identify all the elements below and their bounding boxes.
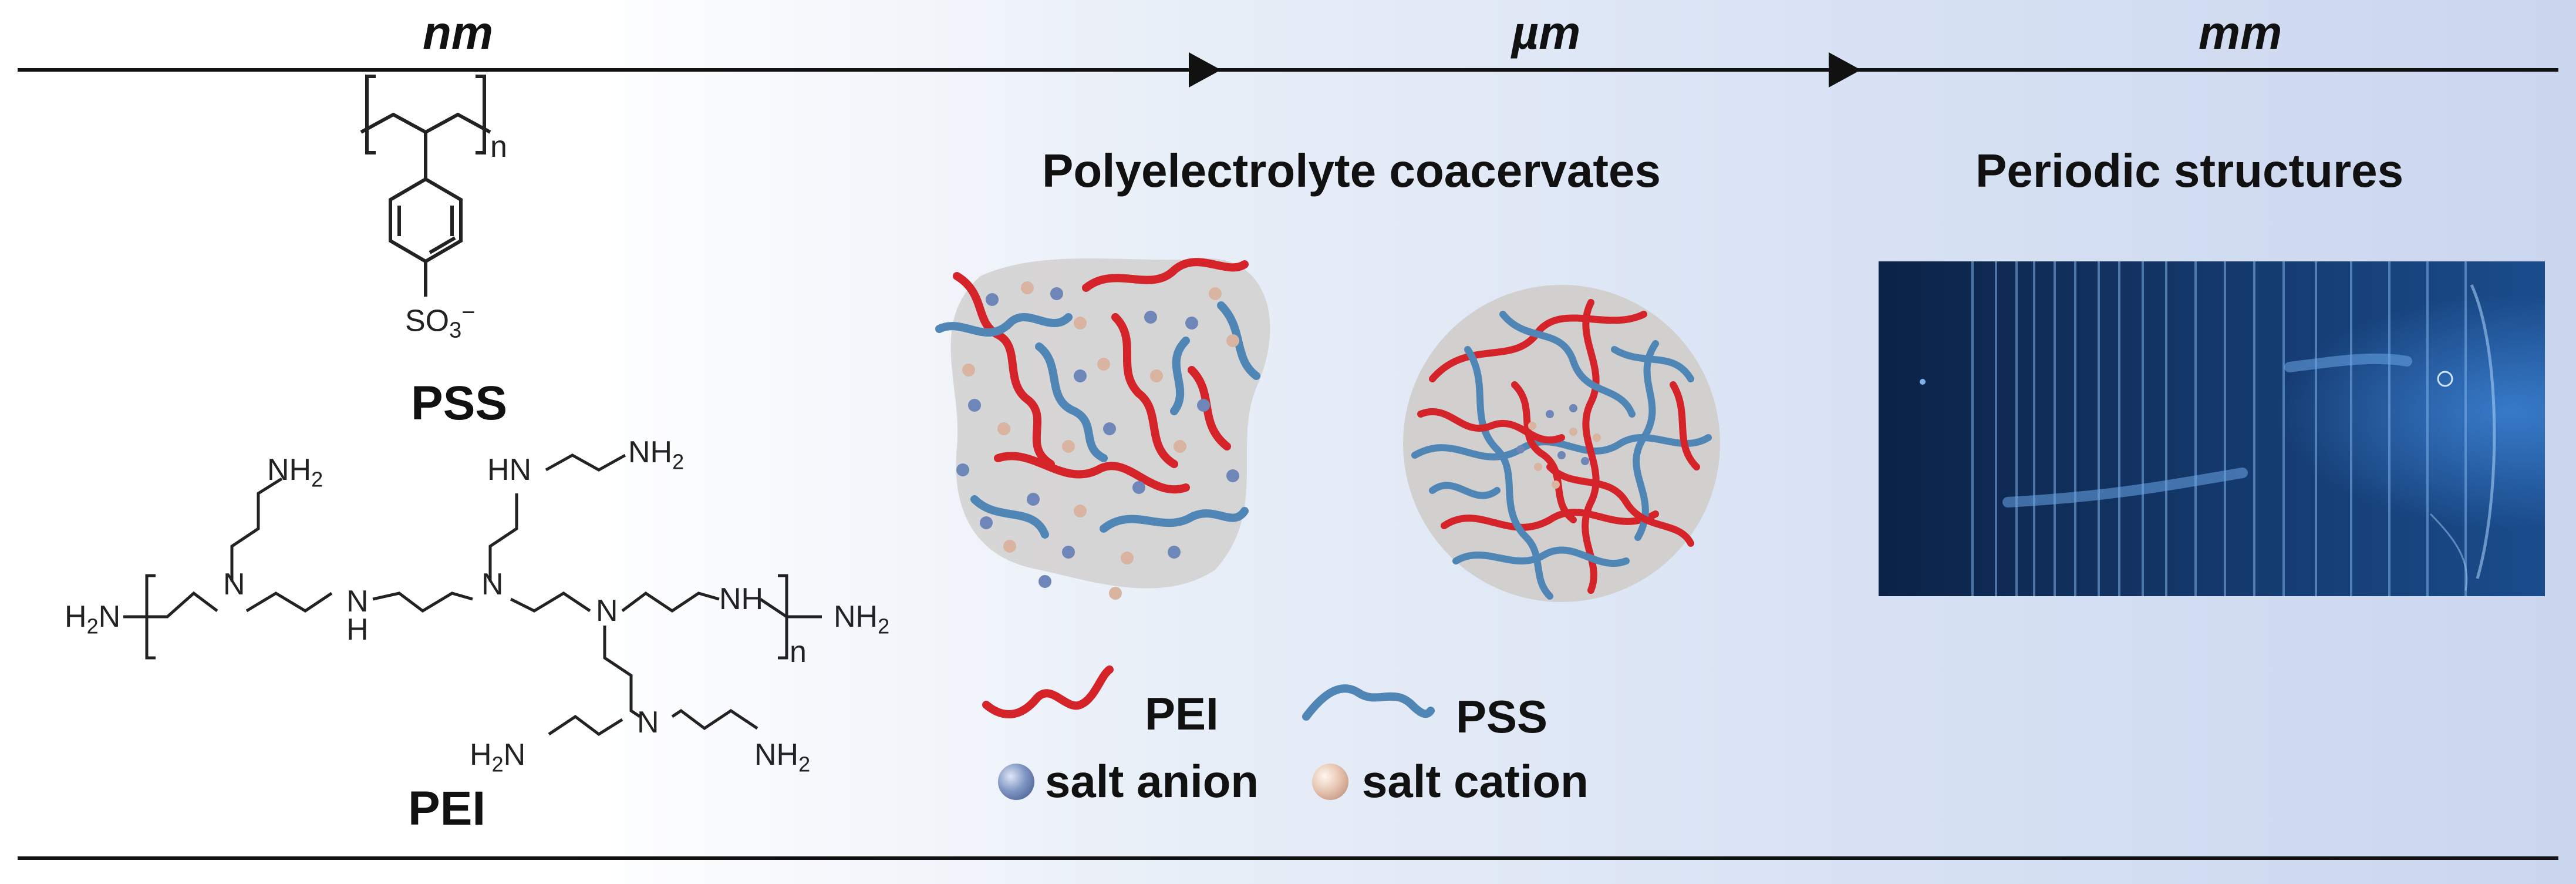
- dilute-pei-chain-2: [1082, 258, 1249, 292]
- pei-nh2-sub-3: 2: [878, 614, 890, 638]
- legend-pei-label: PEI: [1145, 688, 1219, 740]
- pss-label: PSS: [411, 377, 508, 430]
- pei-nh-bottom-h: H: [346, 613, 369, 647]
- pei-h2n-sub-1: 2: [86, 614, 99, 638]
- legend-pss-label: PSS: [1456, 691, 1548, 742]
- pss-sulfonate-text: SO: [405, 304, 450, 338]
- dilute-pei-chain-3: [1111, 313, 1178, 468]
- dense-salt-ions: [1516, 404, 1601, 489]
- dilute-pss-chain-2: [1035, 342, 1108, 462]
- pei-nh2-sub-2: 2: [672, 449, 685, 474]
- dilute-salt-ions: [956, 281, 1239, 600]
- pei-nh2-sub-1: 2: [311, 467, 323, 492]
- pei-n-3: N: [596, 594, 618, 628]
- dilute-pss-chain-4: [1100, 507, 1249, 533]
- legend-anion-label: salt anion: [1045, 755, 1259, 807]
- dilute-pss-chain-6: [1170, 337, 1190, 415]
- pei-n-2: N: [481, 567, 504, 601]
- pei-nh-right: NH: [719, 582, 764, 616]
- pei-nh2-text-3: NH: [834, 600, 878, 634]
- axis-arrow-1: [1189, 52, 1221, 88]
- legend-cation-icon: [1312, 764, 1348, 800]
- pei-hn-top: HN: [487, 453, 532, 487]
- axis-arrow-2: [1829, 52, 1861, 88]
- pei-h2n-text-2: H: [470, 738, 492, 772]
- scale-axis-top: [18, 68, 2558, 72]
- dilute-coacervate-illustration: [935, 258, 1270, 600]
- pss-sulfonate-sub: 3: [449, 318, 462, 343]
- legend-pss-swatch: [1302, 684, 1435, 721]
- pss-sulfonate-charge: −: [461, 300, 476, 325]
- pei-nh2-text-4: NH: [754, 738, 799, 772]
- coacervate-title: Polyelectrolyte coacervates: [1042, 144, 1661, 197]
- scale-label-nm: nm: [423, 6, 493, 59]
- pei-h2n-left: H2N: [65, 599, 120, 638]
- scale-label-um: µm: [1512, 6, 1581, 59]
- pei-structure: [123, 453, 822, 737]
- legend-anion-icon: [998, 764, 1034, 800]
- pei-repeat-unit-n: n: [790, 635, 807, 669]
- legend-cation-label: salt cation: [1362, 755, 1589, 807]
- pei-h2n-bottom: H2N: [470, 737, 525, 777]
- pei-h2n-n-1: N: [98, 600, 121, 634]
- pei-h2n-sub-2: 2: [491, 752, 504, 777]
- periodic-stripes: [1971, 261, 2467, 596]
- scale-axis-bottom: [18, 856, 2558, 860]
- dense-coacervate-illustration: [1403, 285, 1720, 602]
- periodic-structures-photo: [1879, 261, 2545, 596]
- pei-nh2-text-2: NH: [628, 435, 673, 469]
- dilute-pei-chain-4: [994, 452, 1190, 494]
- pei-nh2-text-1: NH: [267, 453, 312, 487]
- pei-n-1: N: [223, 567, 245, 601]
- dilute-pss-chain-3: [970, 495, 1049, 539]
- pei-nh2-right: NH2: [834, 599, 889, 638]
- dilute-pss-chain-1: [935, 313, 1073, 337]
- pei-nh2-sub-4: 2: [798, 752, 811, 777]
- legend-pei-swatch: [982, 665, 1114, 718]
- pei-n-4: N: [637, 705, 659, 740]
- scale-label-mm: mm: [2199, 6, 2282, 59]
- pei-label: PEI: [408, 782, 486, 835]
- pei-nh2-top-left: NH2: [267, 452, 323, 492]
- pss-repeat-unit-n: n: [490, 130, 507, 164]
- pei-nh2-top-right: NH2: [628, 435, 684, 474]
- pei-nh-bottom-n: N: [346, 584, 369, 619]
- pss-sulfonate-group: SO3−: [405, 300, 476, 344]
- dilute-pei-chain-1: [953, 272, 1055, 468]
- pei-h2n-n-2: N: [503, 738, 526, 772]
- pei-h2n-text-1: H: [65, 600, 87, 634]
- periodic-title: Periodic structures: [1975, 144, 2404, 197]
- pei-nh2-bottom: NH2: [754, 737, 810, 777]
- pss-structure: [360, 75, 491, 297]
